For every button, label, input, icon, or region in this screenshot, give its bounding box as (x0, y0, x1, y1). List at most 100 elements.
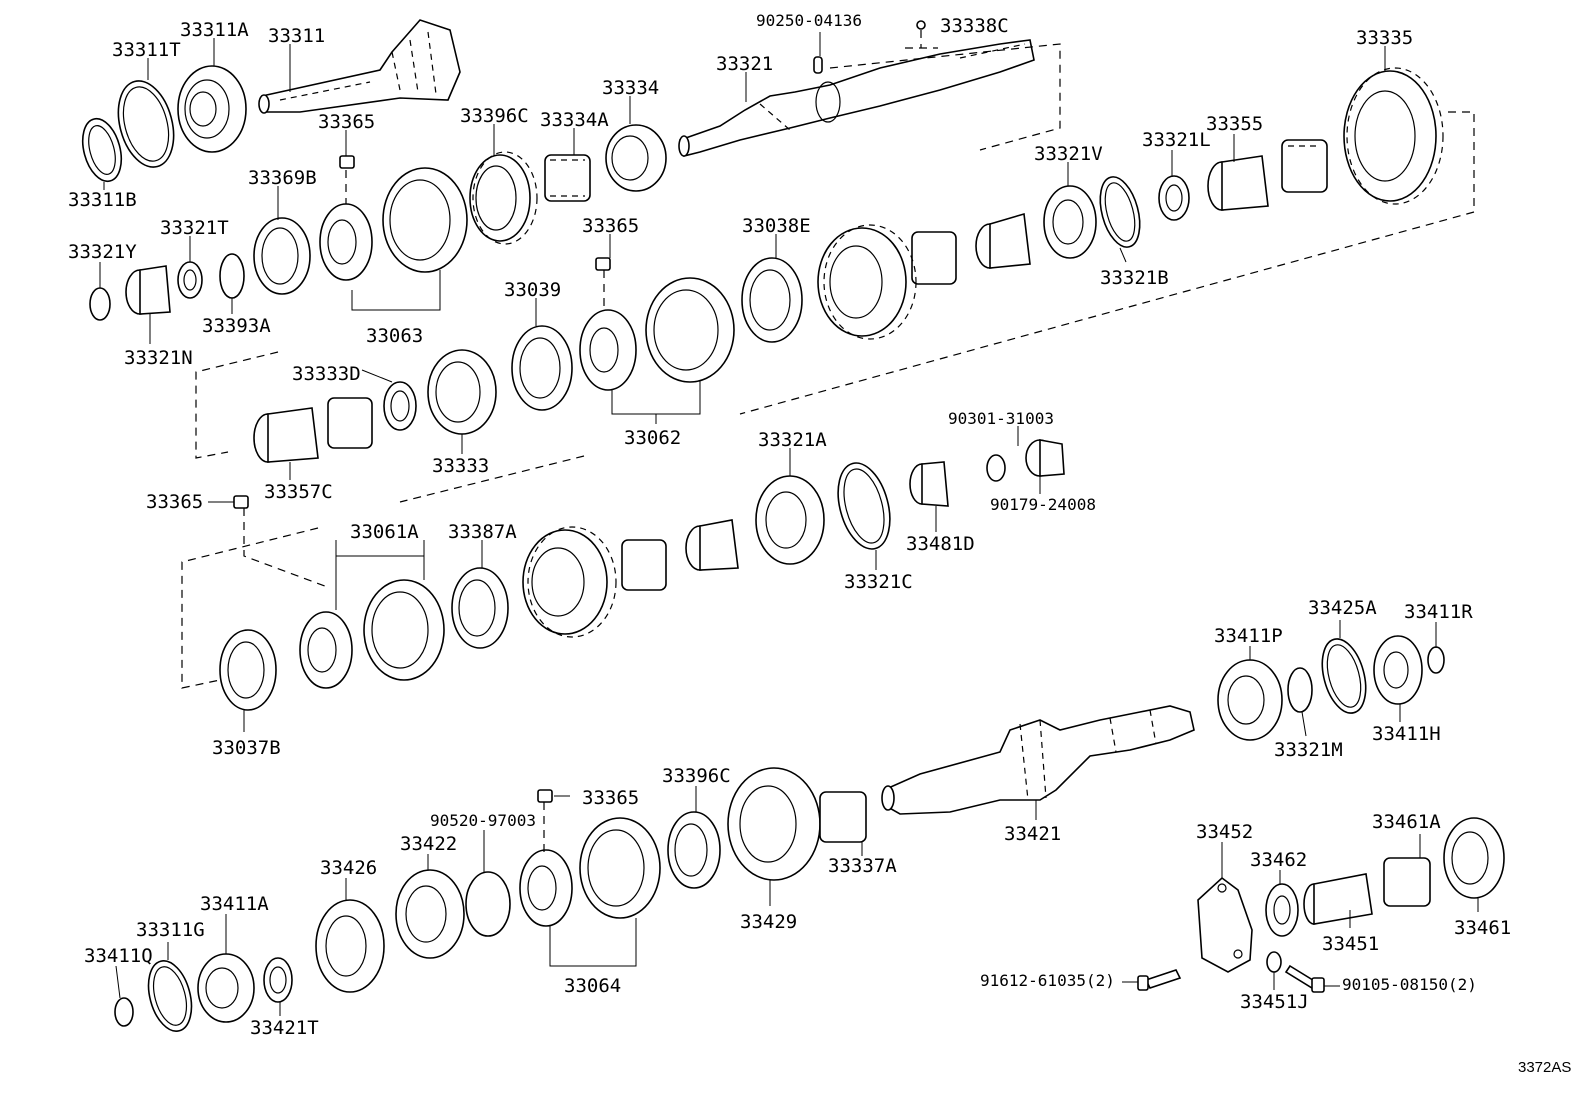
callout-91612-61035: 91612-61035(2) (980, 971, 1115, 990)
gear-33334 (605, 124, 667, 192)
callout-33393A: 33393A (202, 315, 271, 337)
snap-ring-33311G (147, 960, 193, 1032)
callout-33061A: 33061A (350, 521, 419, 543)
callout-33365-c: 33365 (146, 491, 203, 513)
callout-33365-d: 33365 (582, 787, 639, 809)
sleeve-33064 (579, 817, 661, 919)
collar-33321V-side (975, 212, 1031, 269)
snap-ring-33321Y (89, 287, 111, 321)
bushing-33357C (253, 407, 319, 463)
washer-33421T (263, 957, 293, 1003)
synchro-ring-33396C (469, 151, 538, 245)
callout-33369B: 33369B (248, 167, 317, 189)
callout-33411P: 33411P (1214, 625, 1283, 647)
assembly-dashed-lines (181, 30, 1475, 852)
spacer-33481D (909, 461, 949, 507)
gear-33333 (427, 349, 497, 435)
bolt-91612-61035 (1137, 969, 1182, 991)
output-shaft-33321 (678, 39, 1035, 157)
callout-33062: 33062 (624, 427, 681, 449)
callout-33429: 33429 (740, 911, 797, 933)
callout-33425A: 33425A (1308, 597, 1377, 619)
shifting-key-33365-a (339, 155, 355, 169)
callout-33321N: 33321N (124, 347, 193, 369)
callout-33321: 33321 (716, 53, 773, 75)
callout-33335: 33335 (1356, 27, 1413, 49)
callout-33365-a: 33365 (318, 111, 375, 133)
gear-row3 (522, 526, 617, 638)
snap-ring-33393A (219, 253, 245, 299)
bearing-33411H (1373, 635, 1423, 705)
callout-33311T: 33311T (112, 39, 181, 61)
shifting-key-33365-b (595, 257, 611, 271)
callout-33396C-b: 33396C (662, 765, 731, 787)
callout-33426: 33426 (320, 857, 377, 879)
callout-33311: 33311 (268, 25, 325, 47)
washer-33333D (383, 381, 417, 431)
hub-33064 (519, 849, 573, 927)
callout-33396C-a: 33396C (460, 105, 529, 127)
callout-33357C: 33357C (264, 481, 333, 503)
callout-33481D: 33481D (906, 533, 975, 555)
callout-33355: 33355 (1206, 113, 1263, 135)
callout-33311A: 33311A (180, 19, 249, 41)
sleeve-33061A (363, 579, 445, 681)
shifting-key-33365-d (537, 789, 553, 803)
callout-33451: 33451 (1322, 933, 1379, 955)
snap-ring-33411R (1427, 646, 1445, 674)
sleeve-33063 (382, 167, 468, 273)
diagram-reference-code: 3372AS (1518, 1059, 1571, 1076)
counter-shaft-33421 (881, 705, 1195, 815)
callout-33461A: 33461A (1372, 811, 1441, 833)
callout-33421T: 33421T (250, 1017, 319, 1039)
idler-gear-33461 (1443, 817, 1505, 899)
needle-bearing-33355-side (1281, 139, 1328, 193)
hub-33062 (579, 309, 637, 391)
pin-90250-04136 (813, 56, 823, 74)
callout-33321A: 33321A (758, 429, 827, 451)
callout-90179-24008: 90179-24008 (990, 495, 1096, 514)
gear-row2 (817, 224, 917, 340)
ball-33338C (916, 20, 926, 30)
callout-90250-04136: 90250-04136 (756, 11, 862, 30)
callout-33338C: 33338C (940, 15, 1009, 37)
bushing-row3 (685, 519, 739, 571)
snap-ring-33321M (1287, 667, 1313, 713)
callout-33365-b: 33365 (582, 215, 639, 237)
callout-33334: 33334 (602, 77, 659, 99)
needle-bearing-33461A (1383, 857, 1431, 907)
sleeve-33062 (645, 277, 735, 383)
callout-33333D: 33333D (292, 363, 361, 385)
collar-33355 (1207, 155, 1269, 211)
hub-33061A (299, 611, 353, 689)
gear-33422 (395, 869, 465, 959)
synchro-ring-33037B (219, 629, 277, 711)
callout-33411A: 33411A (200, 893, 269, 915)
callout-90301-31003: 90301-31003 (948, 409, 1054, 428)
gasket-90301-31003 (986, 454, 1006, 482)
bearing-33321A (755, 475, 825, 565)
callout-33039: 33039 (504, 279, 561, 301)
snap-ring-90520-97003 (465, 871, 511, 937)
synchro-ring-33396C-lower (667, 811, 721, 889)
bearing-33411P (1217, 659, 1283, 741)
callout-33037B: 33037B (212, 737, 281, 759)
callout-33064: 33064 (564, 975, 621, 997)
callout-33311G: 33311G (136, 919, 205, 941)
callout-33321Y: 33321Y (68, 241, 137, 263)
gear-33426 (315, 899, 385, 993)
callout-33387A: 33387A (448, 521, 517, 543)
gear-33429 (727, 767, 821, 881)
snap-ring-33311B (81, 117, 123, 183)
callout-33321C: 33321C (844, 571, 913, 593)
callout-33063: 33063 (366, 325, 423, 347)
callout-33321V: 33321V (1034, 143, 1103, 165)
bolt-90105-08150 (1284, 964, 1325, 993)
callout-33411Q: 33411Q (84, 945, 153, 967)
callout-labels: 33311T 33311A 33311 33311B 90250-04136 3… (68, 11, 1511, 1039)
plug-90179-24008 (1025, 439, 1065, 477)
bearing-33321N (125, 265, 171, 315)
callout-33321B: 33321B (1100, 267, 1169, 289)
needle-bearing-33333D-side (327, 397, 373, 449)
